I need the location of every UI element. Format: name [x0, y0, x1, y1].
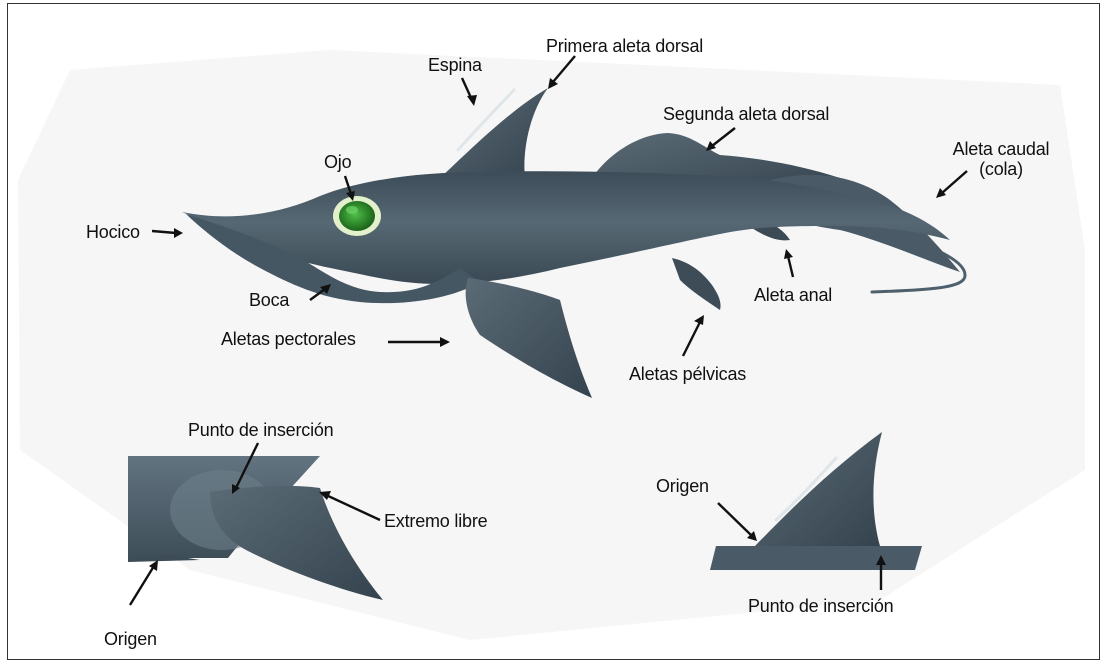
pectoral-fin-inset [128, 456, 383, 600]
inset-dorsal-fin [755, 432, 882, 546]
label-ojo: Ojo [324, 152, 352, 172]
label-aletas-pelvicas: Aletas pélvicas [629, 364, 747, 384]
label-aleta-caudal-line2: (cola) [979, 159, 1023, 179]
label-segunda-aleta-dorsal: Segunda aleta dorsal [663, 104, 830, 124]
fish-body [182, 171, 950, 284]
first-dorsal-fin [440, 88, 548, 178]
label-boca: Boca [249, 290, 290, 310]
label-dorsal-origen: Origen [656, 476, 709, 496]
label-pectoral-origen: Origen [104, 629, 157, 649]
label-espina: Espina [428, 55, 482, 75]
label-aletas-pectorales: Aletas pectorales [221, 329, 356, 349]
inset-pectoral-fin [210, 485, 383, 600]
label-primera-aleta-dorsal: Primera aleta dorsal [546, 36, 704, 56]
label-pectoral-extremo-libre: Extremo libre [384, 511, 488, 531]
label-aleta-anal: Aleta anal [754, 285, 833, 305]
dorsal-fin-inset [710, 432, 922, 570]
label-hocico: Hocico [86, 222, 140, 242]
label-dorsal-punto-insercion: Punto de inserción [748, 596, 894, 616]
label-aleta-caudal: Aleta caudal (cola) [944, 139, 1058, 179]
label-pectoral-punto-insercion: Punto de inserción [188, 420, 334, 440]
dorsal-spine [456, 88, 516, 152]
label-aleta-caudal-line1: Aleta caudal [952, 139, 1050, 159]
pelvic-fin [672, 258, 721, 310]
main-fish [182, 88, 967, 398]
arrows [128, 55, 968, 606]
inset-dorsal-base [710, 546, 922, 570]
eye [339, 201, 375, 231]
inset-dorsal-spine [774, 456, 838, 522]
fish-head [186, 214, 480, 304]
pectoral-fin [465, 278, 592, 398]
